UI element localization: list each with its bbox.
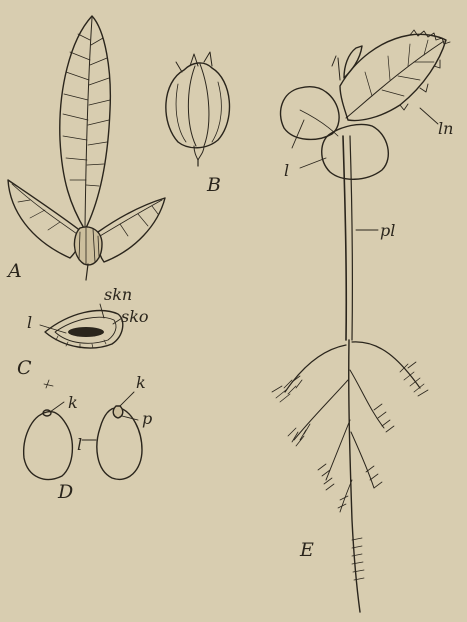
panel-c-drawing [40, 304, 123, 348]
panel-e-label-ln: ln [438, 119, 453, 138]
panel-c-label-sko: sko [121, 307, 149, 326]
panel-d-drawing [24, 380, 142, 479]
panel-d-label-k2: k [136, 373, 146, 392]
panel-c-label-l: l [27, 313, 32, 332]
panel-d-label-p: p [142, 409, 152, 428]
panel-b-letter: B [206, 174, 221, 196]
panel-e-letter: E [299, 539, 314, 561]
panel-b-drawing [166, 52, 230, 166]
panel-e-label-pl: pl [380, 221, 395, 240]
panel-c-label-skn: skn [104, 285, 132, 304]
panel-a-drawing [8, 16, 165, 280]
panel-a-letter: A [6, 260, 22, 282]
panel-c-letter: C [17, 357, 32, 379]
panel-d-label-l: l [77, 435, 82, 454]
panel-d-label-k1: k [68, 393, 78, 412]
panel-d-letter: D [57, 481, 73, 503]
panel-e-label-l: l [284, 161, 289, 180]
panel-e-drawing [272, 30, 450, 612]
